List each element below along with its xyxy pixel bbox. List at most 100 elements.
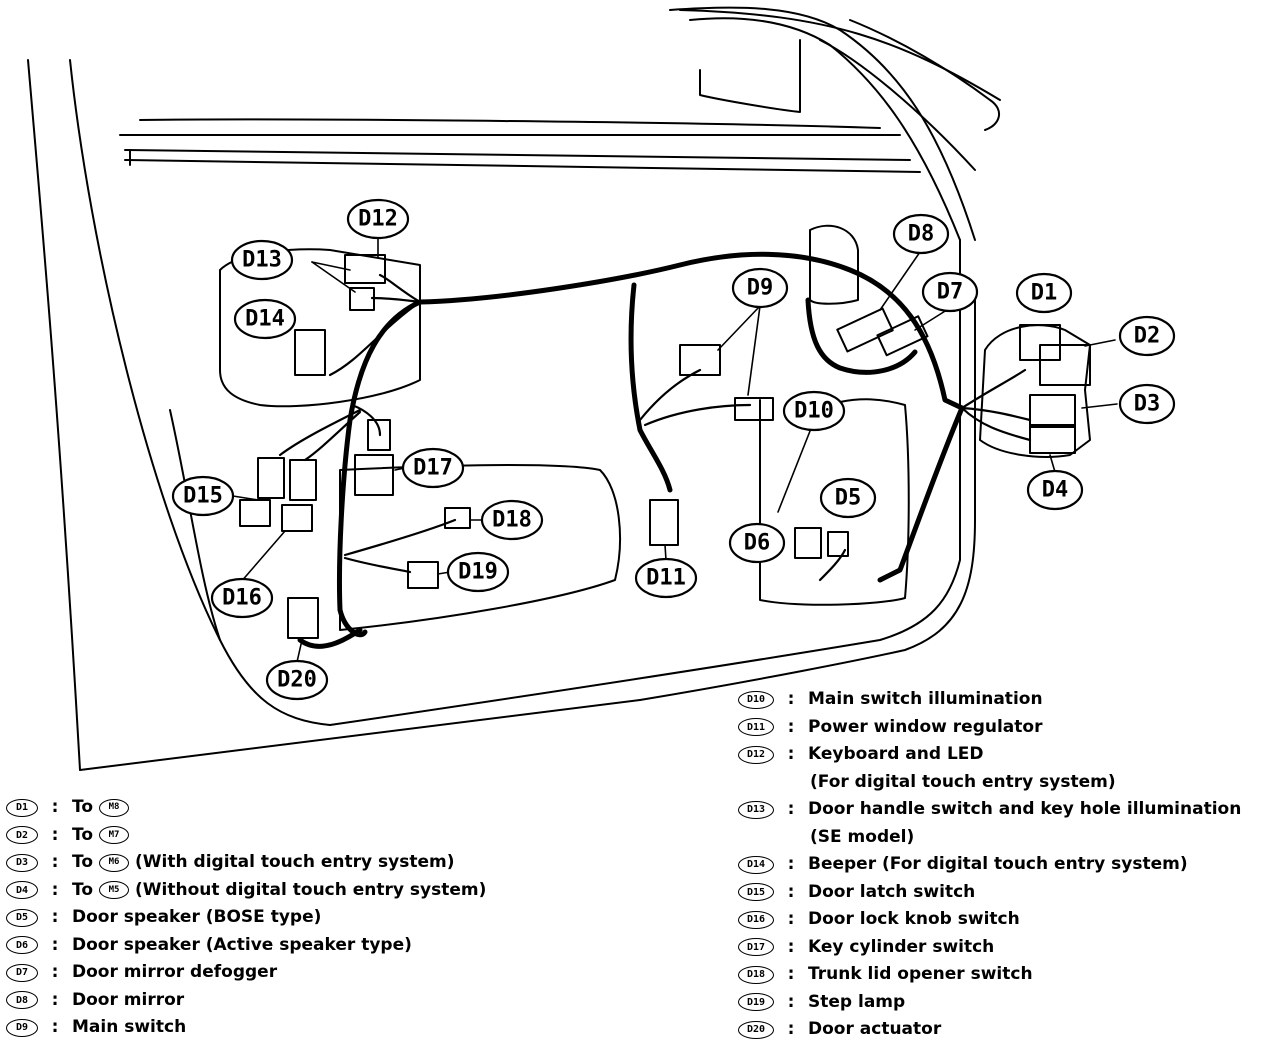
door-outline (27, 6, 1001, 771)
legend-item-d2: D2 : To M7 (6, 822, 486, 850)
legend-text: To (72, 852, 94, 872)
legend-code: D16 (738, 910, 774, 929)
legend-code: D4 (6, 881, 38, 900)
legend-item-d5: D5 : Door speaker (BOSE type) (6, 904, 486, 932)
svg-text:D16: D16 (222, 586, 262, 611)
legend-text: Step lamp (808, 991, 906, 1012)
svg-text:D20: D20 (277, 668, 317, 693)
legend-note: (With digital touch entry system) (135, 852, 455, 872)
callout-d16: D16 (210, 577, 274, 619)
legend-text: Door actuator (808, 1019, 942, 1039)
svg-text:D6: D6 (744, 531, 771, 556)
svg-text:D12: D12 (358, 207, 398, 232)
callout-d7: D7 (921, 271, 979, 313)
legend-item-d8: D8 : Door mirror (6, 987, 486, 1015)
leader-lines (232, 237, 1118, 663)
legend-code: D8 (6, 991, 38, 1010)
legend-item-d11: D11 : Power window regulator (738, 714, 1241, 742)
callout-d13: D13 (230, 239, 294, 281)
legend-item-d1: D1 : To M8 (6, 794, 486, 822)
legend-note: (Without digital touch entry system) (135, 879, 487, 900)
svg-text:D4: D4 (1042, 478, 1069, 503)
legend-text: Main switch illumination (808, 689, 1043, 709)
legend-item-d14: D14 : Beeper (For digital touch entry sy… (738, 851, 1241, 879)
callout-d2: D2 (1118, 315, 1176, 357)
svg-text:D7: D7 (937, 280, 964, 305)
svg-text:D1: D1 (1031, 281, 1058, 306)
legend-item-d3: D3 : To M6 (With digital touch entry sys… (6, 849, 486, 877)
legend-ref: M6 (99, 853, 130, 872)
svg-text:D10: D10 (794, 399, 834, 424)
svg-text:D14: D14 (245, 307, 285, 332)
legend-text: Door speaker (Active speaker type) (72, 934, 412, 955)
legend-code: D14 (738, 855, 774, 874)
svg-text:D11: D11 (646, 566, 686, 591)
svg-text:D2: D2 (1134, 324, 1161, 349)
callout-d9: D9 (731, 267, 789, 309)
legend-right: D10 : Main switch illumination D11 : Pow… (738, 686, 1241, 1044)
legend-text: To (72, 824, 94, 845)
legend-code: D10 (738, 690, 774, 709)
legend-code: D19 (738, 993, 774, 1012)
legend-code: D13 (738, 800, 774, 819)
legend-item-d20: D20 : Door actuator (738, 1016, 1241, 1044)
svg-text:D9: D9 (747, 276, 774, 301)
legend-text: Door latch switch (808, 881, 976, 902)
legend-item-d18: D18 : Trunk lid opener switch (738, 961, 1241, 989)
legend-ref: M8 (99, 798, 130, 817)
legend-text: Key cylinder switch (808, 936, 995, 957)
legend-ref: M5 (99, 881, 130, 900)
legend-code: D11 (738, 718, 774, 737)
legend-code: D12 (738, 745, 774, 764)
legend-text: Door speaker (BOSE type) (72, 907, 322, 927)
legend-item-d12: D12 : Keyboard and LED (738, 741, 1241, 769)
legend-item-d9: D9 : Main switch (6, 1014, 486, 1042)
svg-text:D18: D18 (492, 508, 532, 533)
legend-code: D18 (738, 965, 774, 984)
legend-item-d16: D16 : Door lock knob switch (738, 906, 1241, 934)
legend-item-d17: D17 : Key cylinder switch (738, 934, 1241, 962)
legend-item-d13-cont: (SE model) (810, 826, 915, 847)
svg-text:D15: D15 (183, 484, 223, 509)
callout-d18: D18 (480, 499, 544, 541)
legend-text: Door mirror (72, 989, 185, 1010)
legend-code: D9 (6, 1018, 38, 1037)
wire-harness (297, 251, 965, 649)
legend-item-d12-cont: (For digital touch entry system) (810, 771, 1116, 792)
legend-code: D20 (738, 1020, 774, 1039)
callout-d15: D15 (171, 475, 235, 517)
legend-item-d19: D19 : Step lamp (738, 989, 1241, 1017)
legend-code: D1 (6, 798, 38, 817)
callout-d17: D17 (401, 447, 465, 489)
legend-text: To (72, 879, 94, 900)
legend-item-d6: D6 : Door speaker (Active speaker type) (6, 932, 486, 960)
legend-code: D15 (738, 883, 774, 902)
wire-branches (278, 273, 1032, 582)
legend-left: D1 : To M8 D2 : To M7 D3 : To M6 (With d… (6, 794, 486, 1042)
callout-d10: D10 (782, 390, 846, 432)
legend-text: Keyboard and LED (808, 744, 984, 764)
callout-d1: D1 (1015, 272, 1073, 314)
svg-text:D5: D5 (835, 486, 862, 511)
callout-d14: D14 (233, 298, 297, 340)
legend-text: To (72, 797, 94, 817)
legend-text: Power window regulator (808, 716, 1043, 737)
legend-text: Main switch (72, 1017, 187, 1037)
legend-item-d13: D13 : Door handle switch and key hole il… (738, 796, 1241, 824)
callout-d19: D19 (446, 551, 510, 593)
legend-code: D6 (6, 936, 38, 955)
svg-text:D13: D13 (242, 248, 282, 273)
callout-d11: D11 (634, 557, 698, 599)
legend-text: Door mirror defogger (72, 962, 278, 982)
legend-code: D7 (6, 963, 38, 982)
callout-d5: D5 (819, 477, 877, 519)
svg-text:D3: D3 (1134, 392, 1161, 417)
legend-code: D5 (6, 908, 38, 927)
svg-text:D19: D19 (458, 560, 498, 585)
legend-text: Door lock knob switch (808, 909, 1020, 929)
legend-item-d15: D15 : Door latch switch (738, 879, 1241, 907)
svg-text:D8: D8 (908, 222, 935, 247)
callout-d12: D12 (346, 198, 410, 240)
callout-d8: D8 (892, 213, 950, 255)
